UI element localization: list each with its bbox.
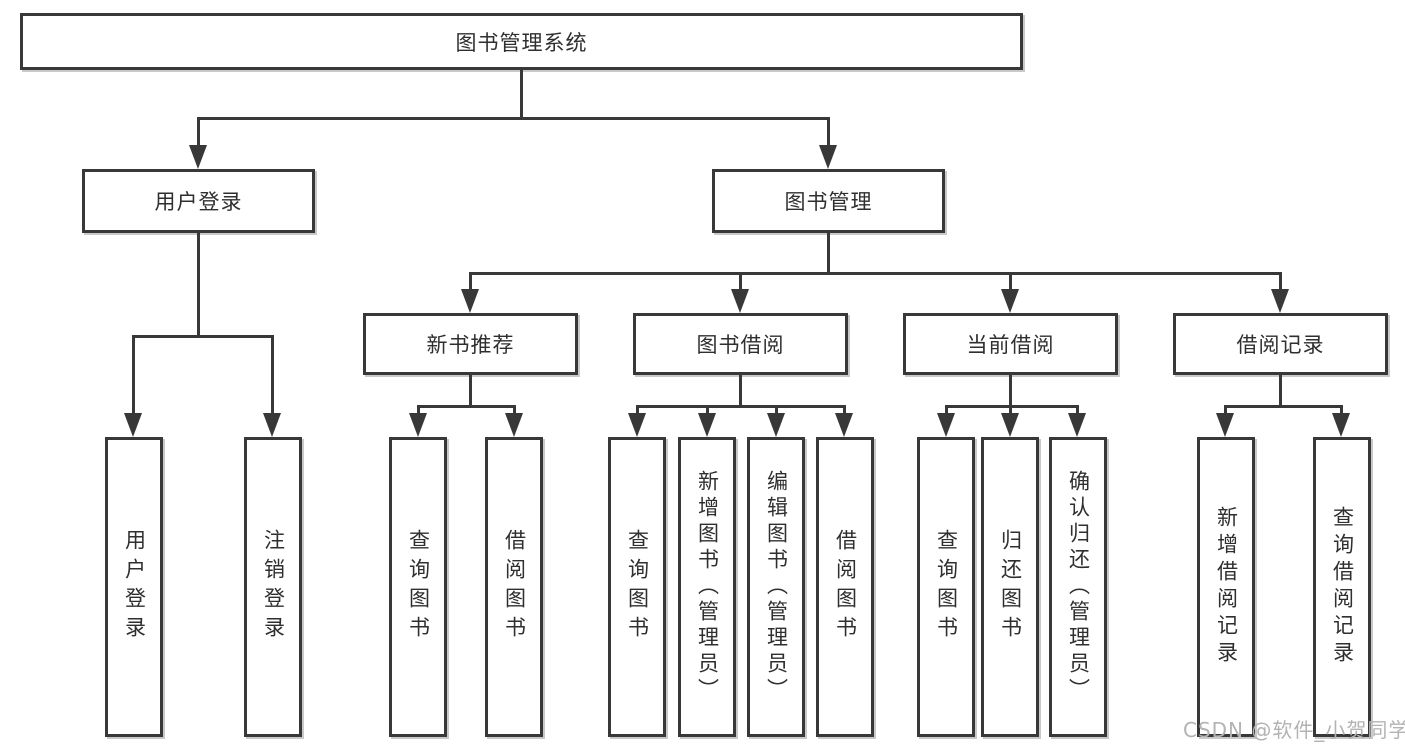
arrow-br-query [1332,413,1350,437]
connector-drop-cb-return [1009,405,1012,415]
connector-drop-br-query [1340,405,1343,415]
node-root-label: 图书管理系统 [455,30,588,55]
connector-br-rail [1224,405,1343,408]
node-current-borrow-label: 当前借阅 [966,333,1055,357]
leaf-bb-query-book: 查询图书 [608,437,666,737]
arrow-cb-query [937,413,955,437]
connector-drop-current-borrow [1009,272,1012,291]
leaf-cb-return-book-label: 归还图书 [998,529,1023,645]
leaf-nbr-borrow-book-label: 借阅图书 [502,529,527,645]
node-borrow-records-label: 借阅记录 [1236,333,1325,357]
arrow-book-management [819,145,837,169]
arrow-nbr-borrow [505,413,523,437]
leaf-bb-add-book: 新增图书（管理员） [678,437,736,737]
leaf-cb-query-book: 查询图书 [917,437,975,737]
connector-br-stem [1279,375,1282,408]
connector-drop-cb-confirm [1076,405,1079,415]
connector-drop-nbr-borrow [513,405,516,415]
arrow-user-login [189,145,207,169]
leaf-br-query-record: 查询借阅记录 [1313,437,1371,737]
node-new-book-recommend: 新书推荐 [363,313,578,375]
leaf-cb-return-book: 归还图书 [981,437,1039,737]
arrow-bb-add [698,413,716,437]
connector-drop-user-login [197,117,200,147]
connector-drop-bb-add [706,405,709,415]
node-current-borrow: 当前借阅 [903,313,1118,375]
node-book-management-label: 图书管理 [784,190,873,214]
connector-drop-book-management [827,117,830,147]
arrow-nbr-query [409,413,427,437]
connector-nbr-stem [469,375,472,408]
csdn-watermark: CSDN @软件_小贺同学 [1183,718,1405,742]
leaf-logout-label: 注销登录 [261,529,286,645]
connector-user-login-rail [132,335,274,338]
leaf-user-login: 用户登录 [105,437,163,737]
connector-drop-book-borrow [739,272,742,291]
connector-cb-stem [1009,375,1012,408]
leaf-br-add-record-label: 新增借阅记录 [1214,506,1239,668]
node-user-login-label: 用户登录 [154,190,243,214]
arrow-leaf-logout [263,413,281,437]
connector-drop-bb-edit [775,405,778,415]
arrow-book-borrow [731,289,749,313]
leaf-bb-add-book-label: 新增图书（管理员） [695,470,720,704]
connector-drop-leaf-logout [271,335,274,415]
leaf-br-add-record: 新增借阅记录 [1197,437,1255,737]
connector-bb-stem [739,375,742,408]
leaf-nbr-query-book: 查询图书 [389,437,447,737]
node-borrow-records: 借阅记录 [1173,313,1388,375]
node-new-book-recommend-label: 新书推荐 [426,333,515,357]
arrow-current-borrow [1001,289,1019,313]
connector-drop-new-book-recommend [469,272,472,291]
connector-bb-rail [636,405,846,408]
arrow-bb-borrow [835,413,853,437]
connector-nbr-rail [417,405,516,408]
connector-drop-bb-borrow [843,405,846,415]
arrow-new-book-recommend [461,289,479,313]
arrow-cb-return [1001,413,1019,437]
leaf-bb-query-book-label: 查询图书 [625,529,650,645]
arrow-borrow-records [1271,289,1289,313]
node-book-borrow: 图书借阅 [633,313,848,375]
node-book-management: 图书管理 [712,169,945,233]
connector-level1-rail [197,117,830,120]
leaf-bb-borrow-book-label: 借阅图书 [833,529,858,645]
leaf-cb-query-book-label: 查询图书 [934,529,959,645]
node-user-login: 用户登录 [82,169,315,233]
arrow-br-add [1216,413,1234,437]
connector-drop-nbr-query [417,405,420,415]
arrow-bb-edit [767,413,785,437]
arrow-cb-confirm [1068,413,1086,437]
connector-root-stem [520,70,523,119]
arrow-leaf-user-login [124,413,142,437]
connector-drop-borrow-records [1279,272,1282,291]
leaf-nbr-query-book-label: 查询图书 [406,529,431,645]
connector-cb-rail [945,405,1079,408]
node-book-borrow-label: 图书借阅 [696,333,785,357]
leaf-bb-borrow-book: 借阅图书 [816,437,874,737]
leaf-logout: 注销登录 [244,437,302,737]
connector-drop-br-add [1224,405,1227,415]
leaf-user-login-label: 用户登录 [122,529,147,645]
connector-level2-rail [469,272,1282,275]
connector-drop-leaf-user-login [132,335,135,415]
leaf-bb-edit-book-label: 编辑图书（管理员） [764,470,789,704]
connector-book-management-stem [827,233,830,275]
node-root: 图书管理系统 [20,13,1023,70]
leaf-cb-confirm-return: 确认归还（管理员） [1049,437,1107,737]
connector-drop-bb-query [636,405,639,415]
connector-drop-cb-query [945,405,948,415]
leaf-cb-confirm-return-label: 确认归还（管理员） [1066,470,1091,704]
connector-user-login-stem [197,233,200,338]
leaf-br-query-record-label: 查询借阅记录 [1330,506,1355,668]
arrow-bb-query [628,413,646,437]
leaf-nbr-borrow-book: 借阅图书 [485,437,543,737]
leaf-bb-edit-book: 编辑图书（管理员） [747,437,805,737]
